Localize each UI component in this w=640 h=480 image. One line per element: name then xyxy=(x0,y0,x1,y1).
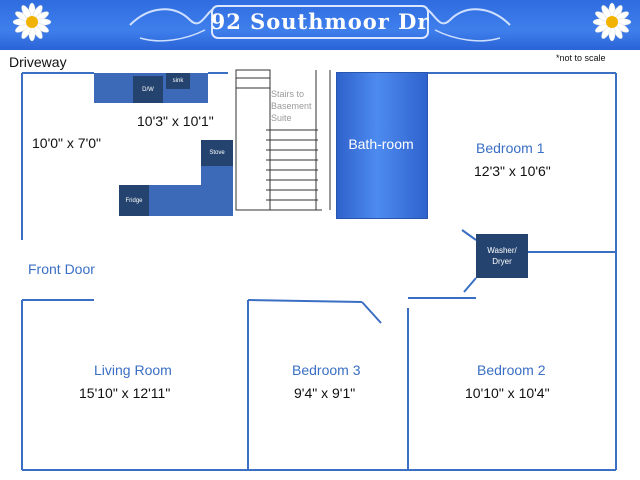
fridge: Fridge xyxy=(119,185,149,216)
washer-dryer: Washer/ Dryer xyxy=(476,234,528,278)
bedroom3-name: Bedroom 3 xyxy=(292,362,361,378)
daisy-icon xyxy=(592,2,632,42)
bathroom xyxy=(336,72,428,219)
bedroom3-dimensions: 9'4" x 9'1" xyxy=(294,385,356,401)
driveway-label: Driveway xyxy=(9,54,67,70)
living-room-name: Living Room xyxy=(94,362,172,378)
title-banner: 92 Southmoor Dr xyxy=(0,0,640,50)
stove: Stove xyxy=(201,140,233,166)
page-title: 92 Southmoor Dr xyxy=(210,9,430,34)
washer-dryer-label: Washer/ Dryer xyxy=(487,246,517,266)
sink: sink xyxy=(166,73,190,89)
kitchen-counter-bottom xyxy=(148,185,201,216)
living-room-dimensions: 15'10" x 12'11" xyxy=(79,385,171,401)
kitchen-counter-right xyxy=(201,166,233,216)
banner-swirl-decoration xyxy=(129,5,511,42)
bathroom-label: Bath-room xyxy=(348,136,414,152)
front-door-label: Front Door xyxy=(28,261,95,277)
bedroom1-dimensions: 12'3" x 10'6" xyxy=(474,163,551,179)
dishwasher: D/W xyxy=(133,76,163,103)
bedroom2-name: Bedroom 2 xyxy=(477,362,546,378)
kitchen-dimensions: 10'3" x 10'1" xyxy=(137,113,214,129)
bedroom1-name: Bedroom 1 xyxy=(476,140,545,156)
stairs-label: Stairs to Basement Suite xyxy=(271,89,312,123)
entry-dimensions: 10'0" x 7'0" xyxy=(32,135,101,151)
bedroom2-dimensions: 10'10" x 10'4" xyxy=(465,385,550,401)
daisy-icon xyxy=(12,2,52,42)
not-to-scale-note: *not to scale xyxy=(556,53,606,63)
